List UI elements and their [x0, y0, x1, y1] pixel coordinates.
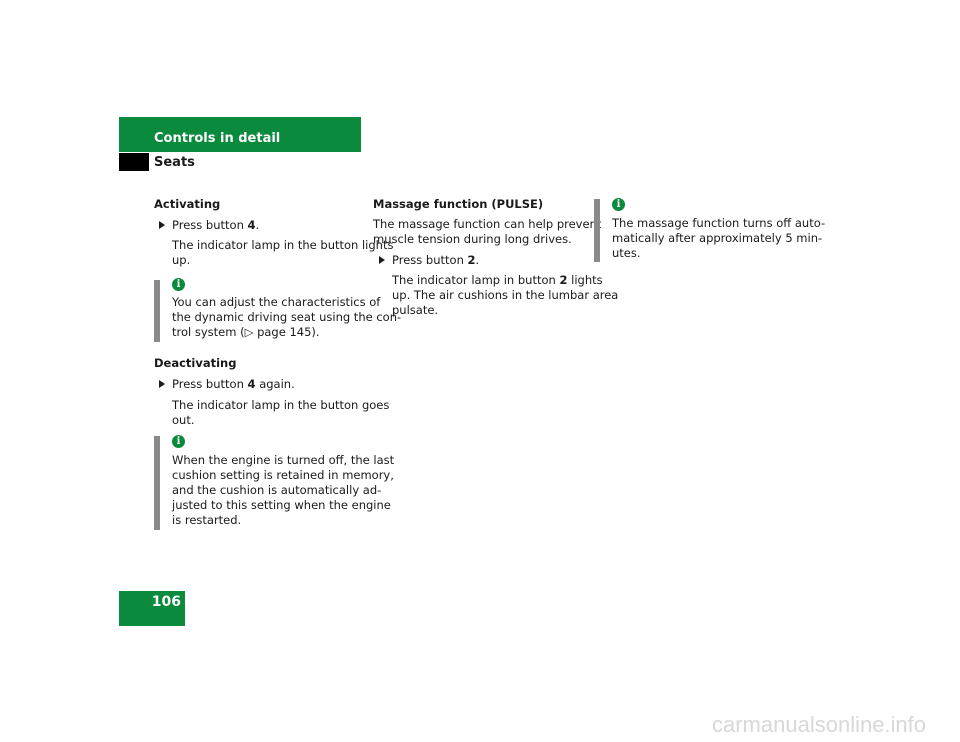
page-number-box: [119, 591, 185, 626]
massage-intro: The massage function can help prevent mu…: [373, 217, 602, 246]
info-icon: i: [172, 278, 185, 291]
page-number: 106: [151, 594, 181, 610]
massage-step: Press button 2.: [378, 253, 480, 267]
note-bar: [154, 280, 160, 342]
subsection-title: Seats: [154, 155, 195, 170]
info-icon: i: [172, 435, 185, 448]
info-icon: i: [612, 198, 625, 211]
activating-result: The indicator lamp in the button lights …: [172, 238, 394, 267]
deactivating-heading: Deactivating: [154, 356, 237, 370]
note-text: The massage function turns off auto- mat…: [612, 216, 826, 260]
massage-heading: Massage function (PULSE): [373, 197, 544, 211]
note-bar: [154, 436, 160, 530]
note-bar: [594, 199, 600, 262]
note-text: You can adjust the characteristics of th…: [172, 295, 402, 339]
deactivating-step: Press button 4 again.: [159, 377, 295, 391]
watermark: carmanualsonline.info: [712, 712, 927, 737]
activating-step: Press button 4.: [158, 218, 260, 232]
deactivating-result: The indicator lamp in the button goes ou…: [172, 398, 390, 427]
activating-heading: Activating: [154, 197, 221, 211]
massage-result: The indicator lamp in button 2 lights up…: [392, 273, 619, 317]
header-bar: [119, 117, 361, 152]
section-title: Controls in detail: [154, 131, 281, 146]
subsection-marker: [119, 153, 149, 171]
note-text: When the engine is turned off, the last …: [172, 453, 395, 527]
